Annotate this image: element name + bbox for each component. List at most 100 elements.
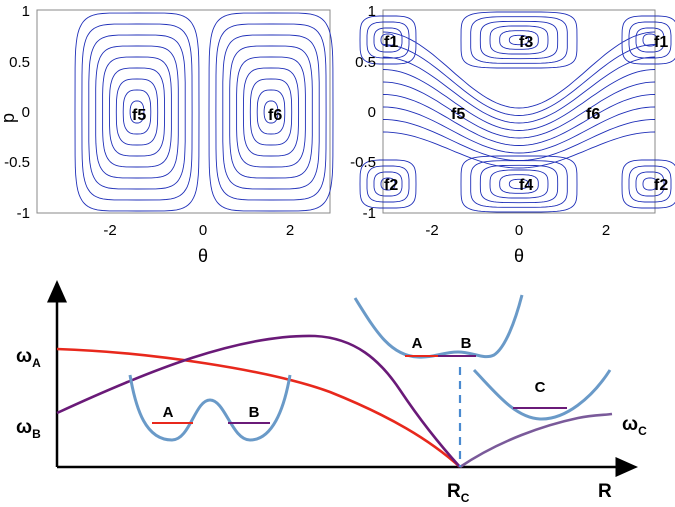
- phase-orbit: [642, 177, 658, 191]
- phase-orbit: [508, 34, 530, 46]
- well-label-a: A: [412, 335, 423, 352]
- phase-orbit: [373, 27, 403, 53]
- phase-orbit: [382, 69, 656, 131]
- fixed-point-label: f1: [384, 34, 398, 51]
- phase-orbit: [508, 178, 530, 190]
- phase-orbit: [499, 30, 539, 50]
- phase-orbit: [382, 44, 656, 116]
- phase-orbit: [382, 119, 656, 161]
- shallow-well-potential: [353, 294, 524, 359]
- phase-orbit: [479, 20, 559, 60]
- x-tick-label: 0: [515, 222, 523, 239]
- phase-orbit: [382, 106, 656, 154]
- single-well-inset: C: [472, 368, 612, 421]
- left-fixed-point-labels: f5 f6: [132, 107, 282, 124]
- x-tick-label: -2: [103, 222, 116, 239]
- phase-orbit: [489, 25, 549, 55]
- phase-orbit: [489, 169, 549, 199]
- left-plot-frame: [36, 9, 331, 214]
- phase-orbit: [236, 56, 306, 168]
- left-phase-portrait: f5 f6 1 0.5 0 -0.5 -1 -2 0 2 θ p: [0, 3, 334, 266]
- double-well-potential: [128, 374, 292, 442]
- left-y-tick-labels: 1 0.5 0 -0.5 -1: [4, 3, 30, 222]
- right-orbits: [359, 11, 675, 213]
- fixed-point-label: f2: [654, 177, 668, 194]
- phase-orbit: [215, 23, 327, 201]
- right-y-tick-labels: 1 0.5 0 -0.5 -1: [350, 3, 376, 222]
- omega-b-label: ωB: [16, 417, 41, 441]
- phase-orbit: [499, 174, 539, 194]
- fixed-point-label: f3: [519, 34, 533, 51]
- right-plot-frame: [382, 9, 656, 214]
- r-c-label: RC: [447, 481, 470, 505]
- phase-orbit: [249, 78, 293, 146]
- x-tick-label: 2: [286, 222, 294, 239]
- x-tick-label: -2: [425, 222, 438, 239]
- well-label-b: B: [461, 335, 472, 352]
- phase-orbit: [635, 27, 665, 53]
- left-y-axis-label: p: [0, 113, 18, 123]
- phase-orbit: [366, 21, 410, 59]
- phase-orbit: [380, 177, 396, 191]
- fixed-point-label: f6: [586, 106, 600, 123]
- well-label-c: C: [535, 379, 546, 396]
- omega-c-curve: [459, 412, 613, 469]
- phase-orbit: [635, 171, 665, 197]
- phase-orbit: [642, 33, 658, 47]
- phase-orbit: [373, 171, 403, 197]
- phase-orbit: [382, 81, 656, 139]
- phase-orbit: [382, 31, 656, 109]
- phase-orbit: [382, 94, 656, 146]
- y-tick-label: 1: [368, 3, 376, 20]
- phase-orbit: [95, 45, 179, 179]
- fixed-point-label: f5: [451, 106, 465, 123]
- y-tick-label: 0.5: [355, 54, 376, 71]
- r-axis-label: R: [598, 481, 612, 502]
- phase-orbit: [222, 34, 320, 190]
- phase-orbit: [460, 11, 578, 69]
- fixed-point-label: f4: [519, 177, 533, 194]
- right-fixed-point-labels: f1 f3 f1 f5 f6 f2 f4 f2: [384, 34, 668, 194]
- phase-orbit: [129, 100, 145, 124]
- y-tick-label: 0.5: [9, 54, 30, 71]
- phase-orbit: [256, 89, 286, 135]
- fixed-point-label: f5: [132, 107, 146, 124]
- fixed-point-label: f2: [384, 177, 398, 194]
- phase-orbit: [108, 67, 166, 157]
- y-tick-label: -0.5: [350, 154, 376, 171]
- y-tick-label: 0: [368, 104, 376, 121]
- phase-orbit: [88, 34, 186, 190]
- y-tick-label: -1: [363, 205, 376, 222]
- phase-orbit: [122, 89, 152, 135]
- x-tick-label: 0: [199, 222, 207, 239]
- phase-orbit: [229, 45, 313, 179]
- phase-orbit: [628, 21, 672, 59]
- left-x-axis-label: θ: [198, 246, 208, 266]
- right-x-tick-labels: -2 0 2: [425, 222, 610, 239]
- fixed-point-label: f6: [268, 107, 282, 124]
- phase-orbit: [382, 56, 656, 124]
- omega-a-label: ωA: [16, 346, 41, 370]
- well-label-b: B: [249, 404, 260, 421]
- phase-orbit: [102, 56, 172, 168]
- phase-orbit: [460, 155, 578, 213]
- y-tick-label: -0.5: [4, 154, 30, 171]
- phase-orbit: [366, 165, 410, 203]
- phase-orbit: [208, 12, 334, 212]
- phase-orbit: [263, 100, 279, 124]
- purple-frequency-curve: [56, 334, 461, 468]
- phase-orbit: [621, 15, 675, 65]
- phase-orbit: [359, 159, 417, 209]
- y-tick-label: -1: [17, 205, 30, 222]
- y-tick-label: 1: [22, 3, 30, 20]
- phase-orbit: [242, 67, 300, 157]
- phase-orbit: [621, 159, 675, 209]
- right-phase-portrait: f1 f3 f1 f5 f6 f2 f4 f2 1 0.5 0 -0.5 -1 …: [350, 3, 675, 266]
- fixed-point-label: f1: [654, 34, 668, 51]
- phase-orbit: [470, 16, 568, 64]
- omega-c-label: ωC: [622, 414, 647, 438]
- phase-orbit: [382, 131, 656, 169]
- x-tick-label: 2: [602, 222, 610, 239]
- red-frequency-curve: [56, 347, 461, 468]
